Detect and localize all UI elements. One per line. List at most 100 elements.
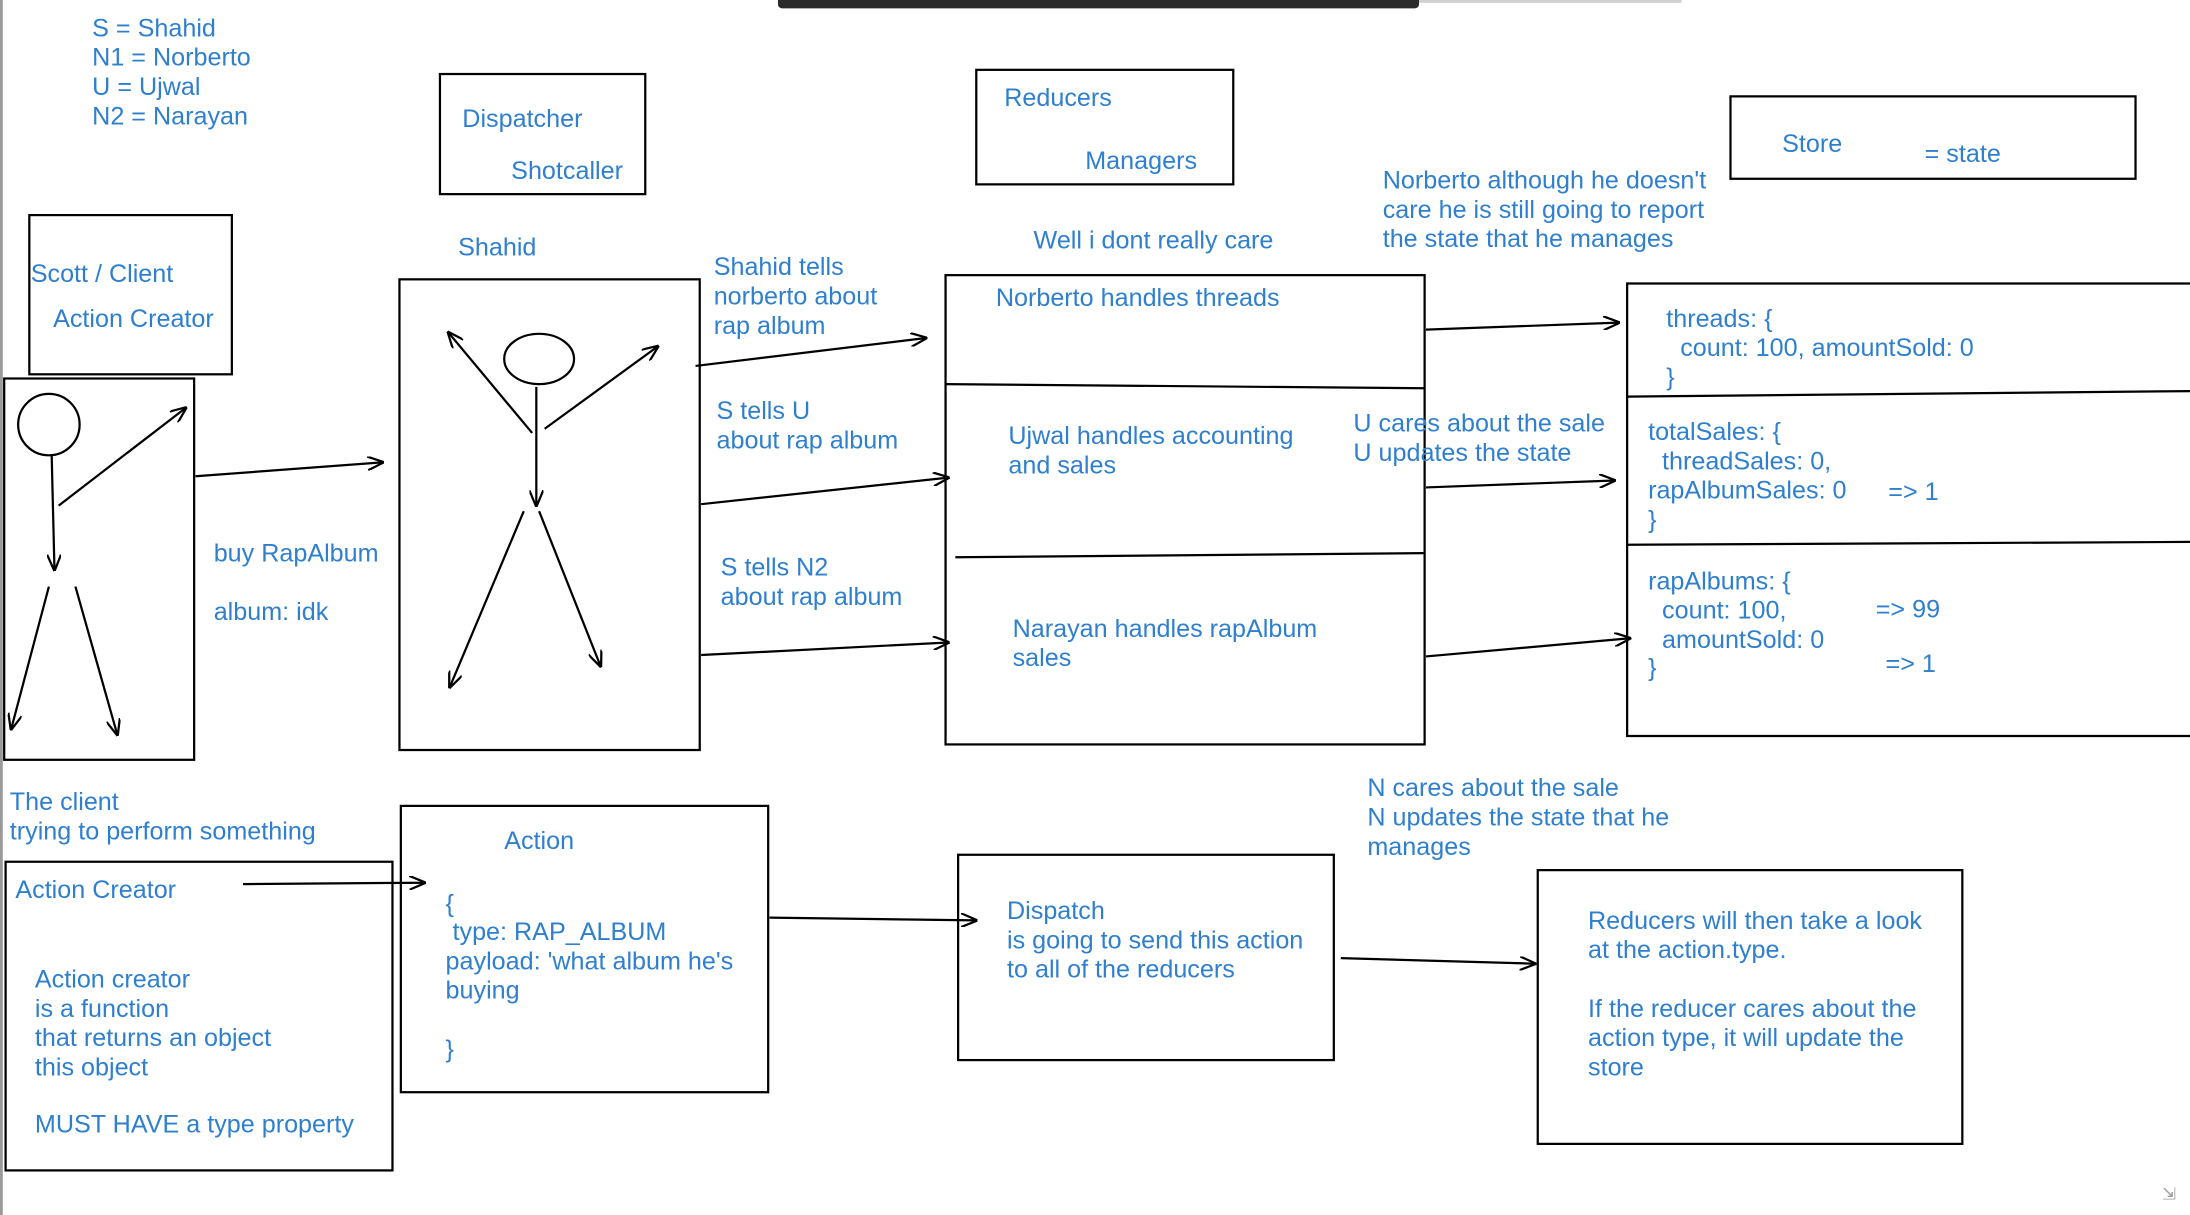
arrow-to-narayan — [701, 642, 948, 657]
note-ujwal-2: U updates the state — [1353, 438, 1572, 467]
action-body-6: } — [445, 1034, 454, 1063]
shahid-left-leg — [450, 510, 525, 687]
client-right-leg — [74, 586, 117, 735]
message-norberto-1: Shahid tells — [713, 252, 844, 281]
message-narayan-2: about rap album — [720, 582, 903, 611]
action-title: Action — [504, 826, 575, 855]
state-threads-3: } — [1666, 363, 1675, 392]
store-box — [1729, 95, 2137, 180]
note-ujwal-1: U cares about the sale — [1353, 409, 1605, 438]
explain-body-6: store — [1588, 1053, 1644, 1082]
dispatcher-subtitle: Shotcaller — [511, 156, 623, 185]
action-to-dispatch-arrow — [769, 918, 977, 921]
message-norberto-3: rap album — [713, 311, 826, 340]
toolbar-edge — [1419, 0, 1682, 3]
message-norberto-2: norberto about — [713, 282, 878, 311]
state-rapalbums-2: count: 100, — [1648, 596, 1787, 625]
legend-shahid: S = Shahid — [92, 13, 216, 42]
action-creator-body-4: this object — [34, 1053, 149, 1082]
store-state-box — [1626, 282, 2190, 738]
reducers-divider-1 — [945, 382, 1425, 390]
state-totalsales-4: } — [1648, 505, 1657, 534]
client-body — [52, 455, 55, 570]
reducers-stack-box — [944, 274, 1426, 746]
note-norberto-2: care he is still going to report — [1382, 195, 1705, 224]
message-narayan-1: S tells N2 — [720, 553, 829, 582]
message-ujwal-2: about rap album — [716, 425, 899, 454]
reducers-explain-box — [1536, 869, 1964, 1145]
album-label: album: idk — [213, 597, 329, 626]
state-rapalbums-3: amountSold: 0 — [1648, 625, 1825, 654]
arrow-to-totalsales — [1425, 480, 1615, 489]
arrow-to-rapalbums — [1425, 638, 1630, 658]
action-creator-box — [4, 860, 394, 1172]
client-left-leg — [11, 586, 50, 729]
client-caption-2: trying to perform something — [9, 817, 316, 845]
explain-body-1: Reducers will then take a look — [1588, 906, 1923, 935]
client-figure-box — [3, 377, 196, 761]
section-narayan-2: sales — [1012, 643, 1072, 672]
state-threads-2: count: 100, amountSold: 0 — [1666, 333, 1974, 362]
dispatcher-box — [438, 72, 647, 196]
section-narayan-1: Narayan handles rapAlbum — [1012, 614, 1318, 643]
note-norberto-3: the state that he manages — [1382, 224, 1674, 253]
dispatcher-title: Dispatcher — [462, 104, 583, 133]
section-ujwal-2: and sales — [1008, 451, 1117, 480]
shahid-left-arm — [448, 332, 533, 434]
action-creator-body-1: Action creator — [34, 965, 191, 994]
client-role: Action Creator — [53, 304, 214, 333]
dispatch-body-3: to all of the reducers — [1007, 955, 1235, 984]
state-rapalbums-4: } — [1648, 653, 1657, 682]
action-box — [399, 804, 770, 1094]
action-creator-body-2: is a function — [34, 994, 170, 1023]
action-body-4: buying — [445, 976, 520, 1005]
arrow-to-norberto — [695, 338, 926, 368]
action-creator-to-action-arrow — [243, 883, 425, 884]
dispatch-body-2: is going to send this action — [1007, 925, 1304, 954]
buy-label: buy RapAlbum — [213, 539, 379, 568]
note-norberto-1: Norberto although he doesn't — [1382, 166, 1707, 195]
state-totalsales-3: rapAlbumSales: 0 — [1648, 476, 1847, 505]
client-arm — [57, 408, 186, 507]
shahid-right-leg — [538, 510, 600, 666]
note-narayan-2: N updates the state that he — [1367, 803, 1670, 832]
dispatch-box — [957, 853, 1335, 1062]
state-totalsales-update: => 1 — [1888, 477, 1939, 506]
client-caption-1: The client — [9, 787, 119, 816]
state-threads-1: threads: { — [1666, 304, 1773, 333]
note-narayan-3: manages — [1367, 832, 1471, 861]
state-rapalbums-count-update: => 99 — [1875, 594, 1941, 623]
top-toolbar[interactable] — [777, 0, 1420, 9]
section-norberto: Norberto handles threads — [995, 283, 1280, 312]
left-window-edge — [0, 0, 3, 1215]
reducers-divider-2 — [955, 551, 1425, 559]
action-creator-body-6: MUST HAVE a type property — [34, 1110, 354, 1139]
client-title-box — [28, 213, 233, 376]
dispatch-body-1: Dispatch — [1007, 896, 1105, 925]
reducers-title: Reducers — [1004, 83, 1112, 112]
shahid-figure-box — [398, 278, 701, 752]
legend-ujwal: U = Ujwal — [92, 72, 201, 101]
note-narayan-1: N cares about the sale — [1367, 773, 1619, 802]
message-ujwal-1: S tells U — [716, 396, 811, 425]
state-totalsales-2: threadSales: 0, — [1648, 446, 1832, 475]
client-to-shahid-arrow — [195, 462, 383, 478]
store-subtitle: = state — [1924, 139, 2001, 168]
state-rapalbums-1: rapAlbums: { — [1648, 567, 1791, 595]
arrow-to-ujwal — [701, 478, 948, 506]
store-divider-2 — [1627, 540, 2190, 546]
dispatch-to-reducers-arrow — [1340, 958, 1535, 964]
store-divider-1 — [1627, 389, 2190, 398]
note-dont-care: Well i dont really care — [1033, 226, 1274, 255]
action-body-3: payload: 'what album he's — [445, 946, 734, 975]
explain-body-4: If the reducer cares about the — [1588, 994, 1917, 1023]
resize-handle-icon[interactable]: ⇲ — [2162, 1184, 2177, 1204]
state-totalsales-1: totalSales: { — [1648, 417, 1781, 446]
explain-body-5: action type, it will update the — [1588, 1023, 1904, 1052]
arrow-to-threads — [1425, 323, 1619, 331]
legend-norberto: N1 = Norberto — [92, 43, 251, 72]
action-body-2: type: RAP_ALBUM — [445, 917, 667, 946]
shahid-head — [503, 332, 576, 386]
